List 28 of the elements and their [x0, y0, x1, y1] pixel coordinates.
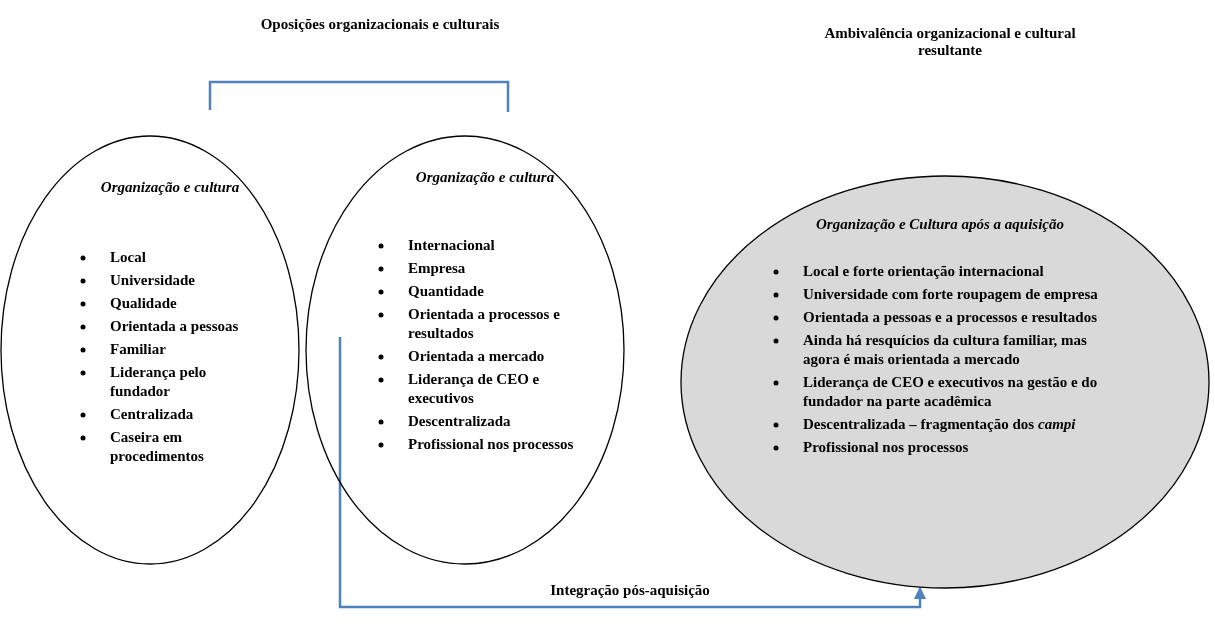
bullet-item: Liderança de CEO e executivos: [408, 371, 540, 406]
bullet-item: Caseira em procedimentos: [110, 429, 204, 464]
arrow: [338, 337, 927, 609]
bullet-item: Familiar: [110, 341, 166, 357]
culture-heading: Organização e cultura: [99, 178, 241, 197]
bullet-item: Orientada a pessoas e a processos e resultados: [803, 309, 1098, 325]
bullet-item: Universidade com forte roupagem de empresa: [803, 286, 1098, 302]
bullet-item: Local e forte orientação internacional: [803, 263, 1044, 279]
bullet-item: Orientada a mercado: [408, 348, 545, 364]
bullet-item: Centralizada: [110, 406, 194, 422]
bullet-item: Orientada a processos e resultados: [408, 306, 560, 341]
bullet-item: Universidade: [110, 272, 195, 288]
bullet-item: Local: [110, 249, 146, 265]
bullet-item: Profissional nos processos: [803, 439, 969, 455]
culture-heading: Organização e cultura: [414, 168, 556, 187]
culture-heading: Organização e Cultura após a aquisição: [815, 215, 1065, 234]
result-heading: Ambivalência organizacional e cultural resultante: [823, 25, 1077, 59]
bullet-item: Profissional nos processos: [408, 436, 574, 452]
bullet-item: Qualidade: [110, 295, 177, 311]
bullet-item: Empresa: [408, 260, 466, 276]
bracket-connector: [208, 80, 510, 112]
bullet-item: Orientada a pessoas: [110, 318, 239, 334]
bullet-item: Descentralizada – fragmentação dos campi: [803, 416, 1076, 432]
bullet-item: Ainda há resquícios da cultura familiar, mas agora é mais orientada a mercado: [803, 332, 1087, 367]
bullet-item: Descentralizada: [408, 413, 511, 429]
bullet-item: Quantidade: [408, 283, 484, 299]
bullet-item: Liderança pelo fundador: [110, 364, 207, 399]
bullet-item: Internacional: [408, 237, 495, 253]
